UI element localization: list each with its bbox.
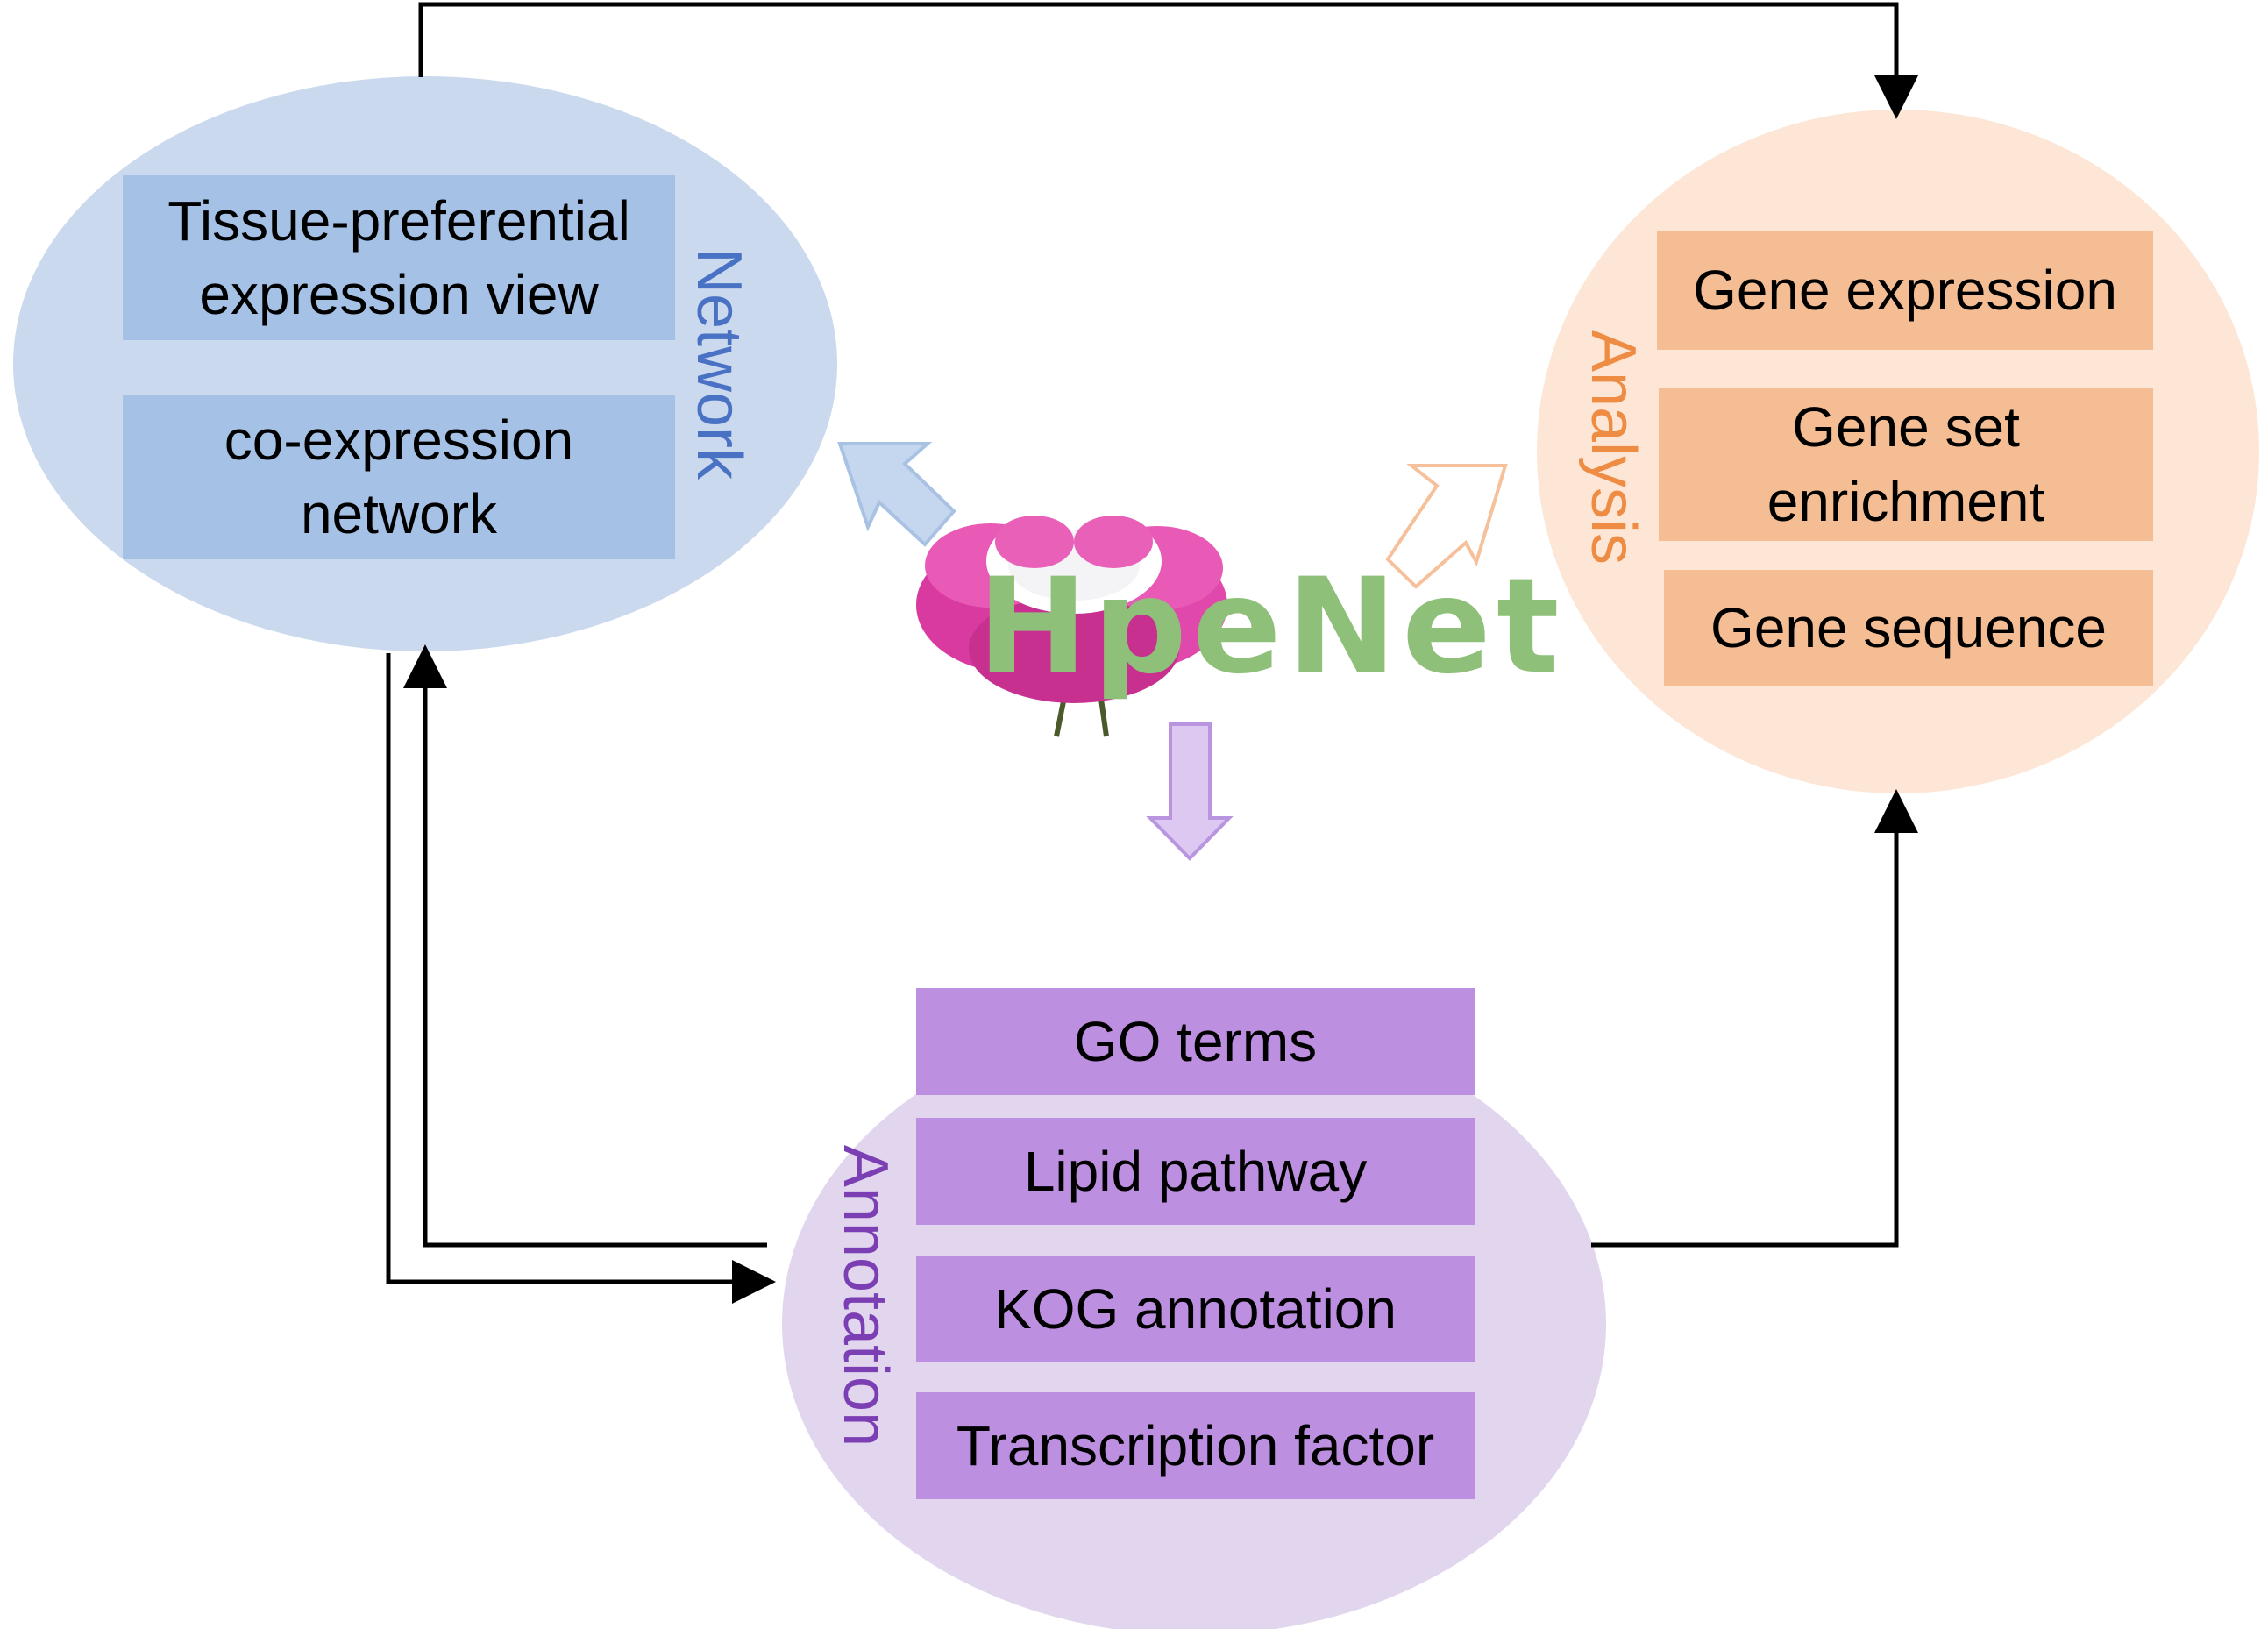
annotation-label: Annotation	[830, 1144, 900, 1448]
network-item-tissue-preferential: Tissue-preferential expression view	[123, 175, 675, 340]
network-label: Network	[684, 247, 754, 480]
network-item-co-expression: co-expression network	[123, 395, 675, 559]
arrow-to-analysis	[1385, 464, 1508, 589]
peony-flower-icon	[916, 509, 1227, 737]
connectors	[386, 2, 1918, 1304]
hpenet-logo-text: HpeNet	[978, 551, 1565, 703]
connector-annotation-to-analysis	[1591, 789, 1918, 1248]
annotation-item-transcription-factor: Transcription factor	[916, 1392, 1475, 1499]
analysis-item-gene-set-enrichment: Gene set enrichment	[1659, 388, 2153, 541]
connector-annotation-to-network	[403, 644, 767, 1248]
analysis-item-gene-expression: Gene expression	[1657, 231, 2153, 350]
connector-network-to-analysis	[418, 2, 1918, 119]
annotation-item-lipid-pathway: Lipid pathway	[916, 1118, 1475, 1225]
annotation-item-kog-annotation: KOG annotation	[916, 1256, 1475, 1362]
connector-network-to-annotation	[386, 653, 776, 1304]
analysis-label: Analysis	[1578, 329, 1648, 566]
arrow-to-network	[837, 442, 956, 547]
annotation-item-go-terms: GO terms	[916, 988, 1475, 1095]
arrow-to-annotation	[1146, 722, 1234, 861]
analysis-item-gene-sequence: Gene sequence	[1664, 570, 2153, 686]
